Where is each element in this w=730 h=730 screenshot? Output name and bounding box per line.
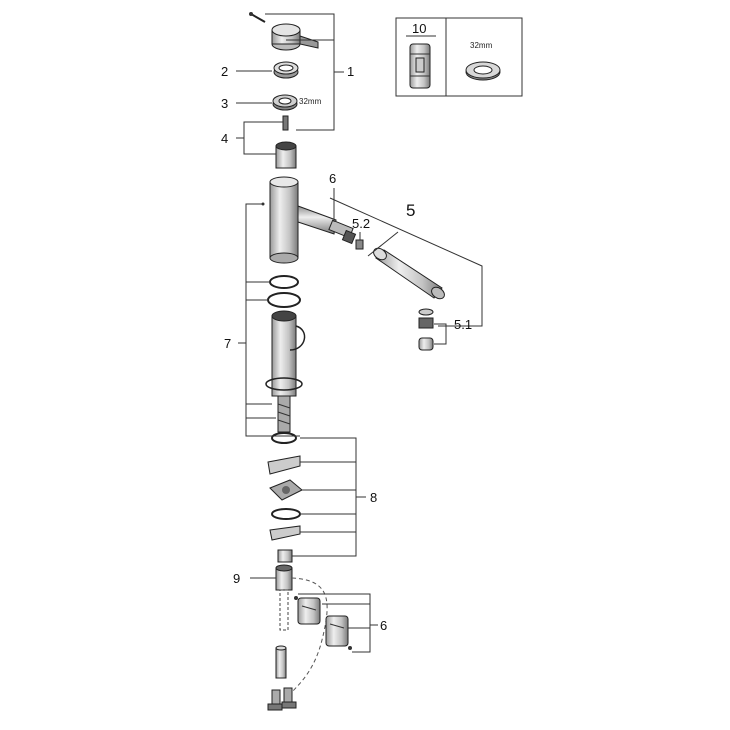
spout-connector: [328, 219, 357, 245]
aerator-icon: [418, 308, 434, 351]
mounting-bracket-icon: [294, 596, 352, 650]
callout-5: 5: [406, 201, 415, 220]
spout-icon: [373, 247, 445, 300]
handle-icon: [271, 23, 319, 51]
hose-connector: [275, 564, 293, 631]
callout-10: 10: [412, 21, 426, 36]
callout-5-1: 5.1: [454, 317, 472, 332]
screw-icon: [249, 12, 266, 23]
nut-size-main: 32mm: [299, 97, 322, 106]
nut-size-inset: 32mm: [470, 41, 493, 50]
callout-2: 2: [221, 64, 228, 79]
nut-icon: [465, 61, 501, 81]
callout-8: 8: [370, 490, 377, 505]
callout-5-2: 5.2: [352, 216, 370, 231]
mounting-assembly: [265, 275, 306, 444]
callout-6-bottom: 6: [380, 618, 387, 633]
fixing-set: [267, 455, 303, 563]
nut-icon: [272, 94, 298, 111]
threaded-rod: [275, 645, 287, 679]
cartridge-icon: [409, 43, 431, 89]
o-ring-icon: [273, 61, 299, 79]
callout-6-top: 6: [329, 171, 336, 186]
inset-box-part-10: 10 32mm: [395, 17, 523, 97]
screw-icon: [267, 687, 297, 711]
callout-7: 7: [224, 336, 231, 351]
o-ring-icon: [355, 239, 364, 250]
cartridge-icon: [275, 115, 297, 169]
faucet-body: [261, 176, 337, 264]
callout-3: 3: [221, 96, 228, 111]
callout-4: 4: [221, 131, 228, 146]
callout-9: 9: [233, 571, 240, 586]
callout-1: 1: [347, 64, 354, 79]
